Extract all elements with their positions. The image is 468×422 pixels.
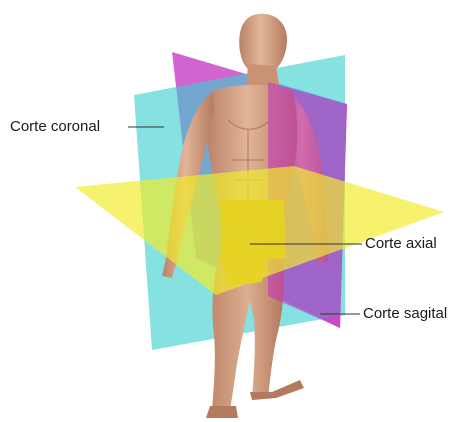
label-coronal: Corte coronal xyxy=(10,119,100,134)
label-axial: Corte axial xyxy=(365,236,437,251)
label-sagital: Corte sagital xyxy=(363,306,447,321)
